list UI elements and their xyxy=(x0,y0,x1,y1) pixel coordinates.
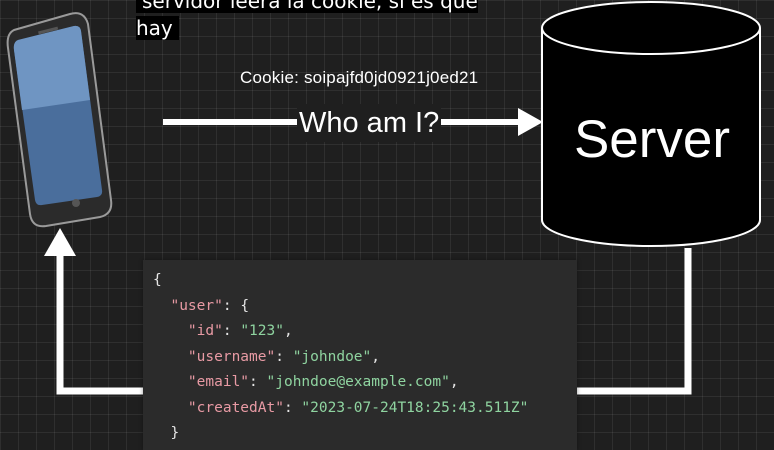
json-value: "johndoe@example.com" xyxy=(266,374,450,390)
server-cylinder xyxy=(541,1,761,247)
json-response-panel: { "user": { "id": "123", "username": "jo… xyxy=(143,260,577,450)
json-close-brace: } xyxy=(170,425,180,441)
json-value: "2023-07-24T18:25:43.511Z" xyxy=(301,399,529,416)
json-key: "username" xyxy=(187,348,276,365)
json-code: { "user": { "id": "123", "username": "jo… xyxy=(153,272,529,441)
server-label: Server xyxy=(573,110,731,169)
cookie-label: Cookie: soipajfd0jd0921j0ed21 xyxy=(240,68,479,87)
flow-diagram xyxy=(6,1,761,395)
json-key-user: "user" xyxy=(170,297,223,314)
json-key: "id" xyxy=(187,323,223,339)
json-user-open: : { xyxy=(222,297,250,314)
request-label: Who am I? xyxy=(297,104,442,142)
subtitle-caption: servidor leerá la cookie, si es que hay xyxy=(136,0,488,42)
json-key: "createdAt" xyxy=(187,399,284,416)
json-key: "email" xyxy=(187,374,250,390)
json-value: "johndoe" xyxy=(292,348,372,365)
phone-icon xyxy=(6,12,113,228)
json-value: "123" xyxy=(240,323,284,339)
caption-text: servidor leerá la cookie, si es que hay xyxy=(136,0,478,40)
json-open-brace: { xyxy=(153,272,162,288)
